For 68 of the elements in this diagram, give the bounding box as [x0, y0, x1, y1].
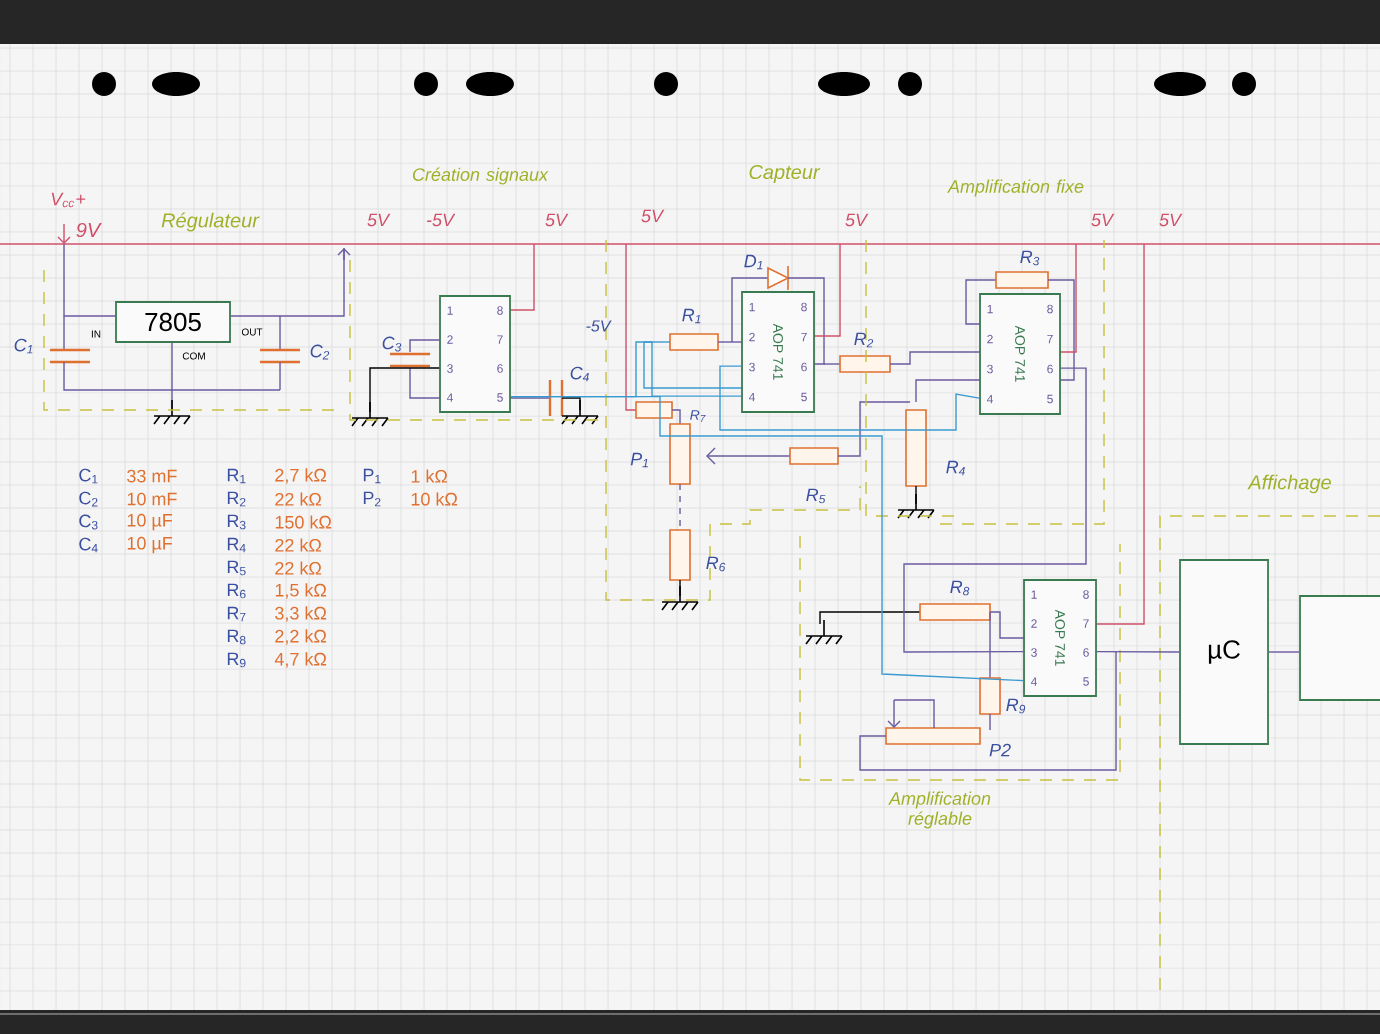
component-label: P$_{1}$ — [630, 452, 648, 468]
component-name: P$_{1}$ — [363, 468, 381, 484]
component-value: 3,3 kΩ — [275, 606, 327, 622]
component-label: C$_{1}$ — [14, 338, 33, 354]
component-label: R$_{9}$ — [1006, 698, 1026, 714]
component-value: 150 kΩ — [275, 515, 332, 529]
section-title: Affichage — [1247, 474, 1331, 494]
component-label: -5V — [586, 320, 612, 332]
component-label: P2 — [989, 743, 1011, 757]
component-value: 1 kΩ — [411, 469, 448, 483]
component-value: 10 µF — [127, 513, 173, 531]
component-name: C$_{1}$ — [79, 468, 98, 484]
section-title: Amplification réglable — [888, 791, 991, 829]
section-title: Création signaux — [412, 167, 549, 185]
component-name: R$_{8}$ — [227, 629, 246, 645]
component-name: R$_{5}$ — [227, 560, 246, 576]
section-title: Amplification fixe — [947, 179, 1084, 197]
component-label: R$_{4}$ — [946, 460, 965, 476]
component-label: R$_{6}$ — [706, 556, 726, 572]
component-name: C$_{2}$ — [79, 491, 98, 507]
section-title: Capteur — [749, 164, 821, 184]
component-value: 2,7 kΩ — [275, 468, 327, 484]
component-label: C$_{3}$ — [382, 336, 402, 352]
component-name: R$_{3}$ — [227, 514, 246, 530]
component-value: 1,5 kΩ — [275, 583, 327, 599]
component-name: R$_{6}$ — [227, 583, 246, 599]
wire — [510, 395, 1024, 682]
microcontroller-box: µC — [1179, 559, 1269, 745]
section-title: Régulateur — [161, 212, 260, 232]
component-name: R$_{1}$ — [227, 468, 246, 484]
voltage-label: 5V — [641, 209, 665, 223]
component-value: 10 mF — [127, 492, 177, 506]
voltage-label: 5V — [367, 213, 391, 227]
component-value: 22 kΩ — [275, 561, 322, 575]
component-value: 22 kΩ — [275, 492, 322, 506]
voltage-label: 5V — [1159, 213, 1183, 227]
component-name: R$_{2}$ — [227, 491, 246, 507]
voltage-label: 5V — [1091, 213, 1115, 227]
voltage-label: 5V — [545, 213, 569, 227]
component-name: C$_{4}$ — [79, 537, 98, 553]
terminal-box — [1299, 595, 1380, 701]
component-label: R$_{5}$ — [806, 488, 826, 504]
wire — [719, 365, 980, 431]
component-name: R$_{4}$ — [227, 537, 246, 553]
component-name: C$_{3}$ — [79, 514, 98, 530]
wire — [903, 367, 1087, 653]
component-value: 4,7 kΩ — [274, 652, 327, 668]
component-name: P$_{2}$ — [363, 491, 381, 507]
component-label: R$_{1}$ — [682, 308, 701, 324]
component-name: R$_{9}$ — [227, 652, 246, 668]
voltage-label: 9V — [76, 222, 102, 238]
wire — [1268, 651, 1300, 653]
component-label: R$_{3}$ — [1020, 250, 1040, 266]
component-value: 2,2 kΩ — [275, 629, 327, 645]
component-label: C$_{2}$ — [310, 344, 330, 360]
component-name: R$_{7}$ — [227, 606, 246, 622]
voltage-label: V$_{cc}$+ — [51, 192, 86, 208]
component-value: 10 µF — [127, 536, 173, 554]
component-value: 10 kΩ — [411, 492, 458, 506]
component-value: 22 kΩ — [275, 538, 322, 552]
wire — [1096, 650, 1180, 653]
voltage-label: 5V — [845, 213, 869, 227]
component-label: R$_{8}$ — [950, 580, 970, 596]
component-label: D$_{1}$ — [744, 254, 763, 270]
voltage-label: -5V — [426, 213, 456, 227]
component-label: C$_{4}$ — [570, 366, 589, 382]
component-label: R$_{2}$ — [854, 332, 874, 348]
component-value: 33 mF — [127, 469, 177, 483]
